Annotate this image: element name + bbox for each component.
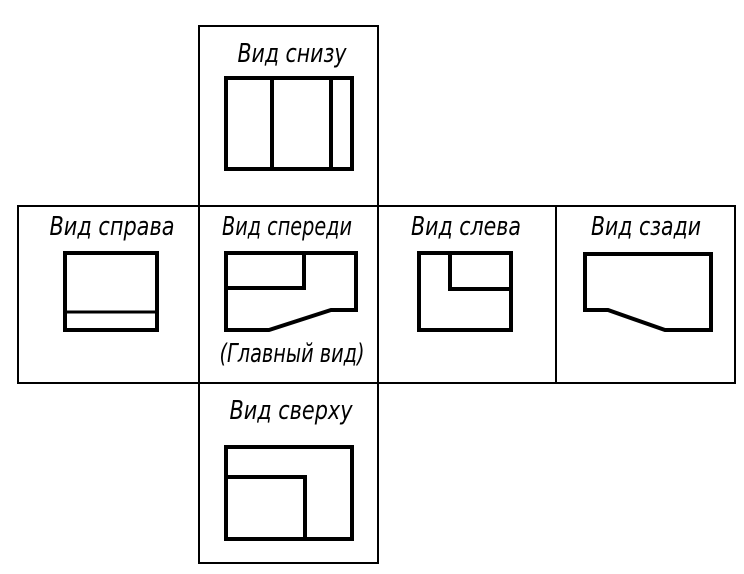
drawing-view-bottom [224, 76, 354, 171]
label-view-top: Вид сверху [230, 396, 353, 426]
drawing-view-left [417, 251, 513, 332]
cell-border-view-top [198, 382, 379, 564]
cell-border-view-rear [555, 205, 736, 384]
drawing-view-rear [583, 252, 713, 332]
label-view-front: Вид спереди [222, 212, 352, 242]
grid [17, 25, 736, 564]
drawing-view-top [224, 445, 354, 541]
drawing-view-front [224, 251, 358, 332]
drawing-view-right [63, 251, 159, 332]
label-view-right: Вид справа [50, 212, 175, 242]
label-view-left: Вид слева [411, 212, 521, 242]
label-view-rear: Вид сзади [591, 212, 701, 242]
label-view-bottom: Вид снизу [238, 39, 347, 69]
sublabel-view-front-main-view: (Главный вид) [220, 339, 365, 369]
